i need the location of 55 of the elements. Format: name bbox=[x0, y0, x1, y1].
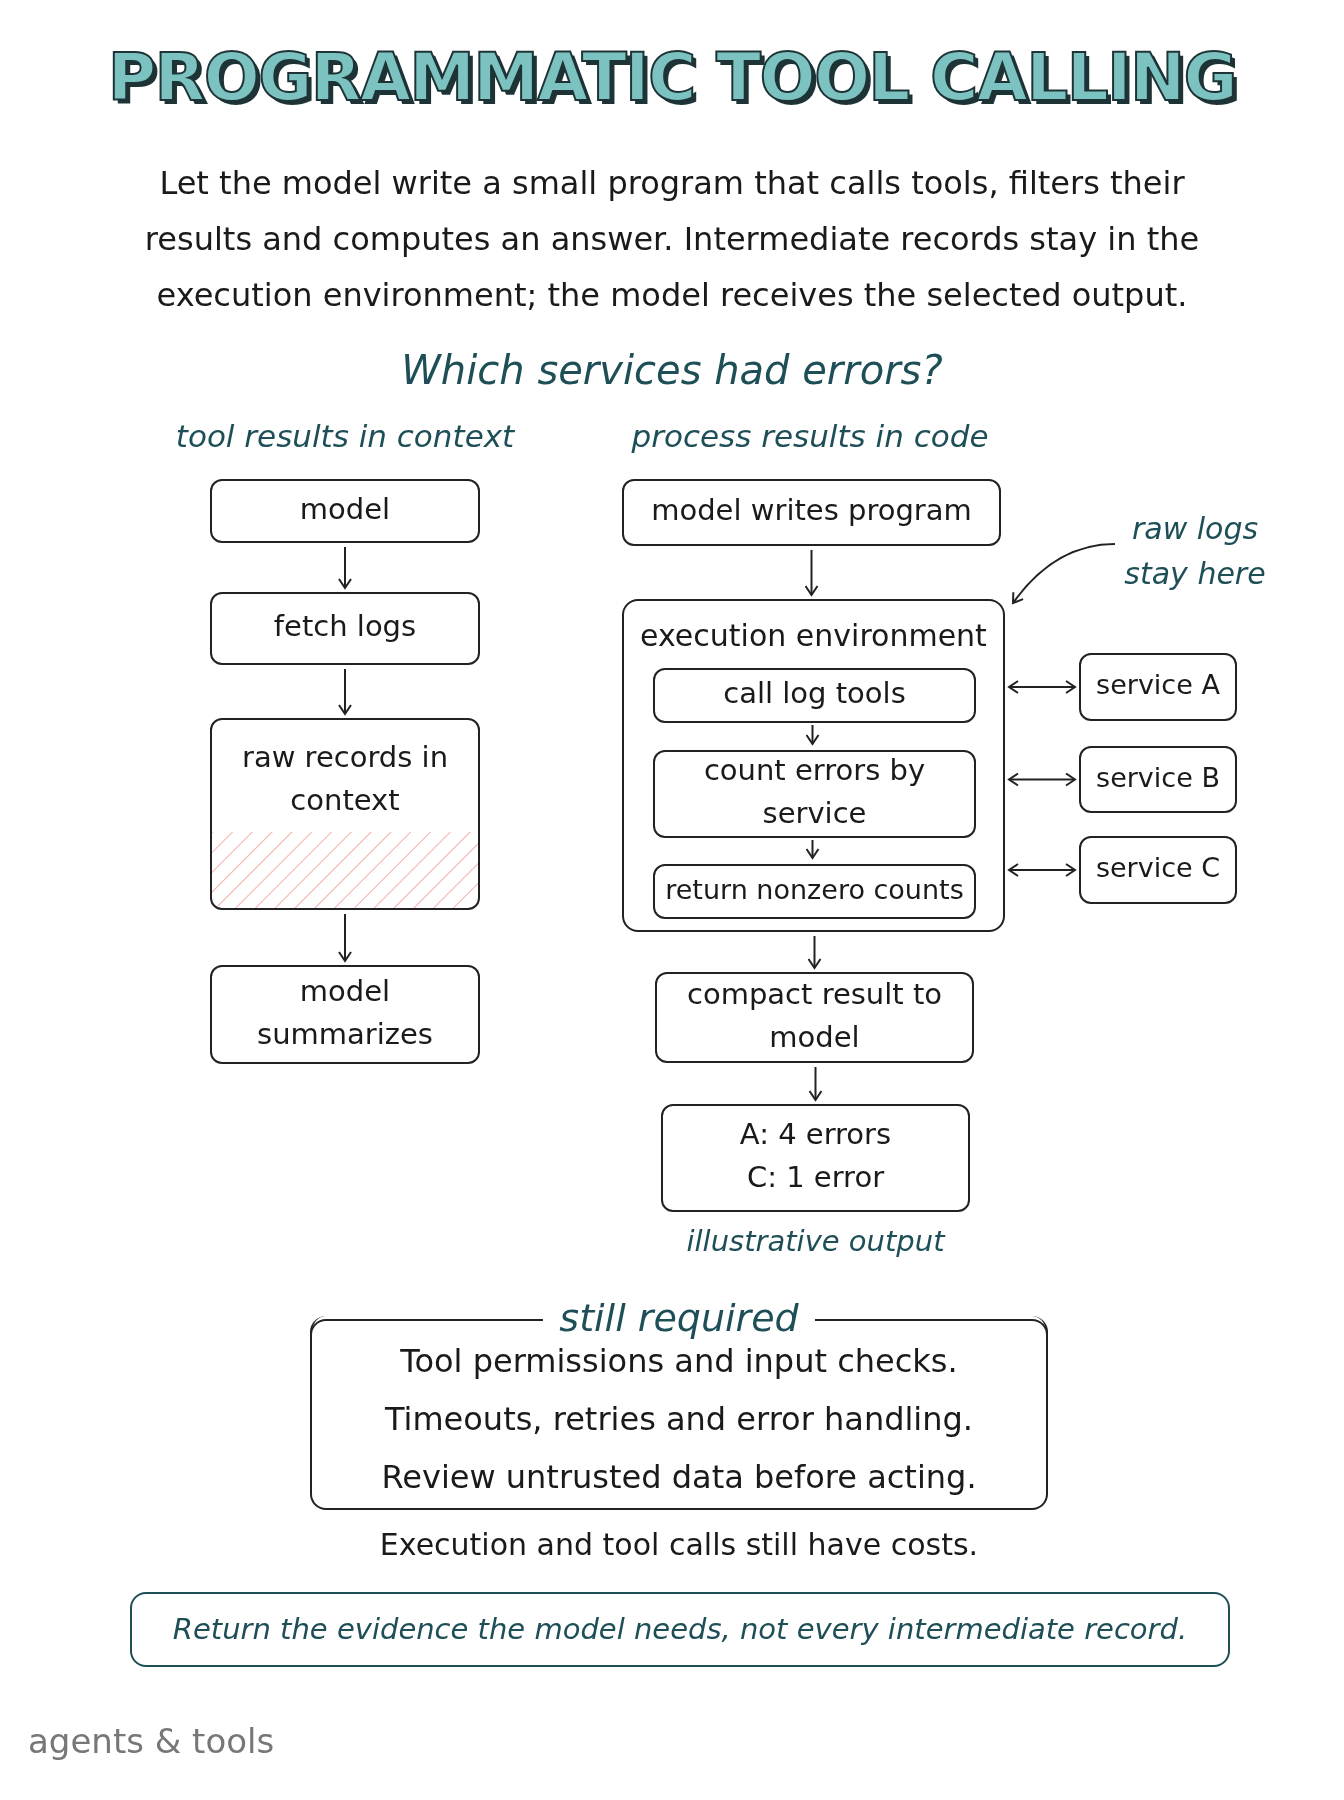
process-box bbox=[622, 479, 1001, 546]
node-text: return nonzero counts bbox=[665, 873, 964, 905]
node-text: service A bbox=[1096, 669, 1220, 700]
curved-arrow bbox=[1012, 543, 1116, 604]
arrow bbox=[1008, 680, 1076, 694]
process-box bbox=[210, 479, 480, 543]
process-box bbox=[653, 750, 976, 838]
node-text: service C bbox=[1095, 852, 1221, 883]
process-box bbox=[1079, 653, 1237, 721]
arrow bbox=[805, 724, 820, 745]
note-text: Timeouts, retries and error handling. bbox=[384, 1400, 973, 1438]
process-box bbox=[653, 668, 976, 723]
process-box bbox=[655, 972, 974, 1063]
takeaway-text: Return the evidence the model needs, not every intermediate record. bbox=[172, 1611, 1188, 1646]
column-heading: process results in code bbox=[631, 418, 989, 454]
node-text: call log tools bbox=[723, 676, 906, 710]
node-text: fetch logs bbox=[273, 609, 417, 643]
question-heading: Which services had errors? bbox=[401, 347, 943, 393]
note-text: Review untrusted data before acting. bbox=[381, 1458, 977, 1496]
takeaway-box bbox=[130, 1592, 1230, 1667]
annotation-text: raw logs stay here bbox=[1124, 511, 1266, 591]
environment-container bbox=[622, 599, 1005, 932]
arrow bbox=[808, 1066, 823, 1101]
process-box bbox=[210, 718, 480, 910]
caption-text: illustrative output bbox=[686, 1224, 945, 1258]
node-text: C: 1 error bbox=[746, 1160, 885, 1194]
node-text: raw records in context bbox=[242, 740, 448, 817]
arrow bbox=[804, 549, 819, 596]
note-text: Execution and tool calls still have costs. bbox=[379, 1527, 979, 1562]
description-text: Let the model write a small program that calls tools, filters their results and computes an answer. Intermediate records stay in the execution environment; the model receives the selected output. bbox=[144, 164, 1200, 314]
arrow bbox=[805, 839, 820, 859]
arrow bbox=[1008, 772, 1076, 787]
node-text: model writes program bbox=[651, 493, 972, 527]
node-text: model bbox=[299, 491, 391, 526]
node-text: count errors by service bbox=[703, 753, 926, 830]
node-text: A: 4 errors bbox=[739, 1117, 892, 1151]
process-box bbox=[210, 965, 480, 1064]
process-box bbox=[1079, 836, 1237, 904]
arrow bbox=[338, 546, 352, 589]
container-title: execution environment bbox=[640, 618, 987, 653]
process-box bbox=[1079, 746, 1237, 813]
section-heading: still required bbox=[559, 1295, 799, 1342]
node-text: service B bbox=[1096, 761, 1220, 793]
node-text: compact result to model bbox=[687, 976, 942, 1054]
arrow bbox=[807, 935, 822, 969]
arrow bbox=[1008, 863, 1076, 877]
process-box bbox=[653, 864, 976, 919]
arrow bbox=[338, 668, 352, 715]
node-text: model summarizes bbox=[257, 973, 433, 1051]
process-box bbox=[210, 592, 480, 665]
title: PROGRAMMATIC TOOL CALLING bbox=[107, 39, 1237, 116]
column-heading: tool results in context bbox=[175, 418, 515, 454]
note-text: Tool permissions and input checks. bbox=[400, 1342, 958, 1380]
arrow bbox=[338, 913, 352, 962]
footer-text: agents & tools bbox=[28, 1721, 275, 1761]
